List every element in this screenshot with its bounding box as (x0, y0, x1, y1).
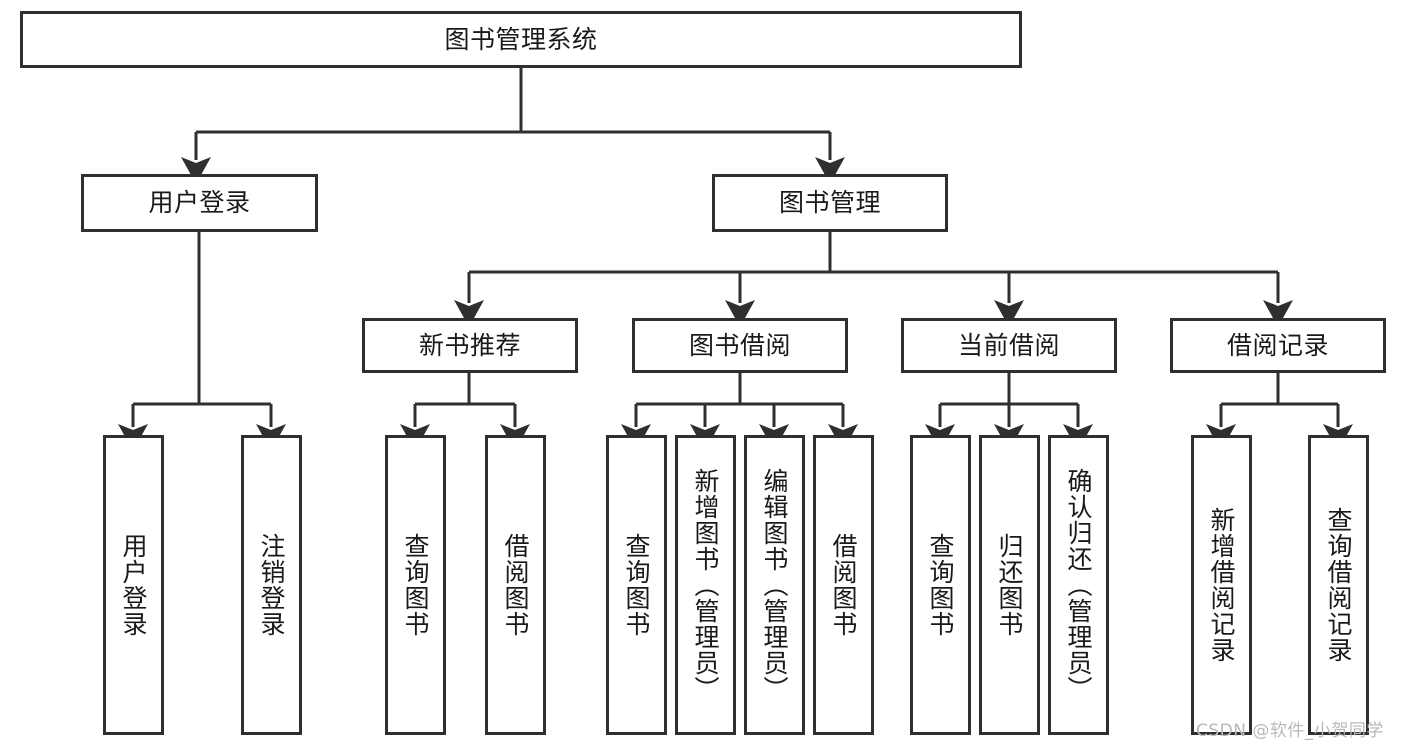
node-book-borrow-label: 图书借阅 (688, 330, 791, 360)
node-current-borrow-label: 当前借阅 (957, 330, 1060, 360)
watermark-credit: CSDN @软件_小贺同学 (1196, 721, 1384, 741)
node-book-management[interactable]: 图书管理 (712, 174, 948, 232)
node-book-management-label: 图书管理 (778, 188, 881, 218)
leaf-borrow-borrow-book[interactable]: 借阅图书 (813, 435, 874, 735)
node-root-system[interactable]: 图书管理系统 (20, 11, 1022, 68)
leaf-label: 用户登录 (119, 533, 148, 637)
leaf-label: 查询图书 (622, 533, 651, 637)
node-root-label: 图书管理系统 (444, 24, 598, 54)
leaf-borrow-add-book-admin[interactable]: 新增图书（管理员） (675, 435, 736, 735)
leaf-borrow-edit-book-admin[interactable]: 编辑图书（管理员） (744, 435, 805, 735)
leaf-label: 查询图书 (926, 533, 955, 637)
leaf-new-book-borrow[interactable]: 借阅图书 (485, 435, 546, 735)
leaf-label: 借阅图书 (501, 533, 530, 637)
leaf-records-query-record[interactable]: 查询借阅记录 (1308, 435, 1369, 735)
leaf-label: 注销登录 (257, 533, 286, 637)
leaf-label: 确认归还（管理员） (1064, 468, 1093, 702)
leaf-user-login-logout[interactable]: 注销登录 (241, 435, 302, 735)
leaf-current-query-book[interactable]: 查询图书 (910, 435, 971, 735)
leaf-label: 新增图书（管理员） (691, 468, 720, 702)
leaf-borrow-query-book[interactable]: 查询图书 (606, 435, 667, 735)
node-book-borrow[interactable]: 图书借阅 (632, 318, 848, 373)
node-user-login-label: 用户登录 (148, 188, 251, 218)
leaf-current-return-book[interactable]: 归还图书 (979, 435, 1040, 735)
node-new-book-recommend[interactable]: 新书推荐 (362, 318, 578, 373)
leaf-user-login-signin[interactable]: 用户登录 (103, 435, 164, 735)
leaf-label: 归还图书 (995, 533, 1024, 637)
leaf-label: 查询借阅记录 (1324, 507, 1353, 663)
leaf-label: 新增借阅记录 (1207, 507, 1236, 663)
leaf-new-book-query[interactable]: 查询图书 (385, 435, 446, 735)
leaf-label: 编辑图书（管理员） (760, 468, 789, 702)
leaf-records-add-record[interactable]: 新增借阅记录 (1191, 435, 1252, 735)
node-borrow-records[interactable]: 借阅记录 (1170, 318, 1386, 373)
node-new-book-recommend-label: 新书推荐 (418, 330, 521, 360)
node-current-borrow[interactable]: 当前借阅 (901, 318, 1117, 373)
leaf-current-confirm-return-admin[interactable]: 确认归还（管理员） (1048, 435, 1109, 735)
leaf-label: 查询图书 (401, 533, 430, 637)
leaf-label: 借阅图书 (829, 533, 858, 637)
node-borrow-records-label: 借阅记录 (1226, 330, 1329, 360)
node-user-login[interactable]: 用户登录 (81, 174, 318, 232)
